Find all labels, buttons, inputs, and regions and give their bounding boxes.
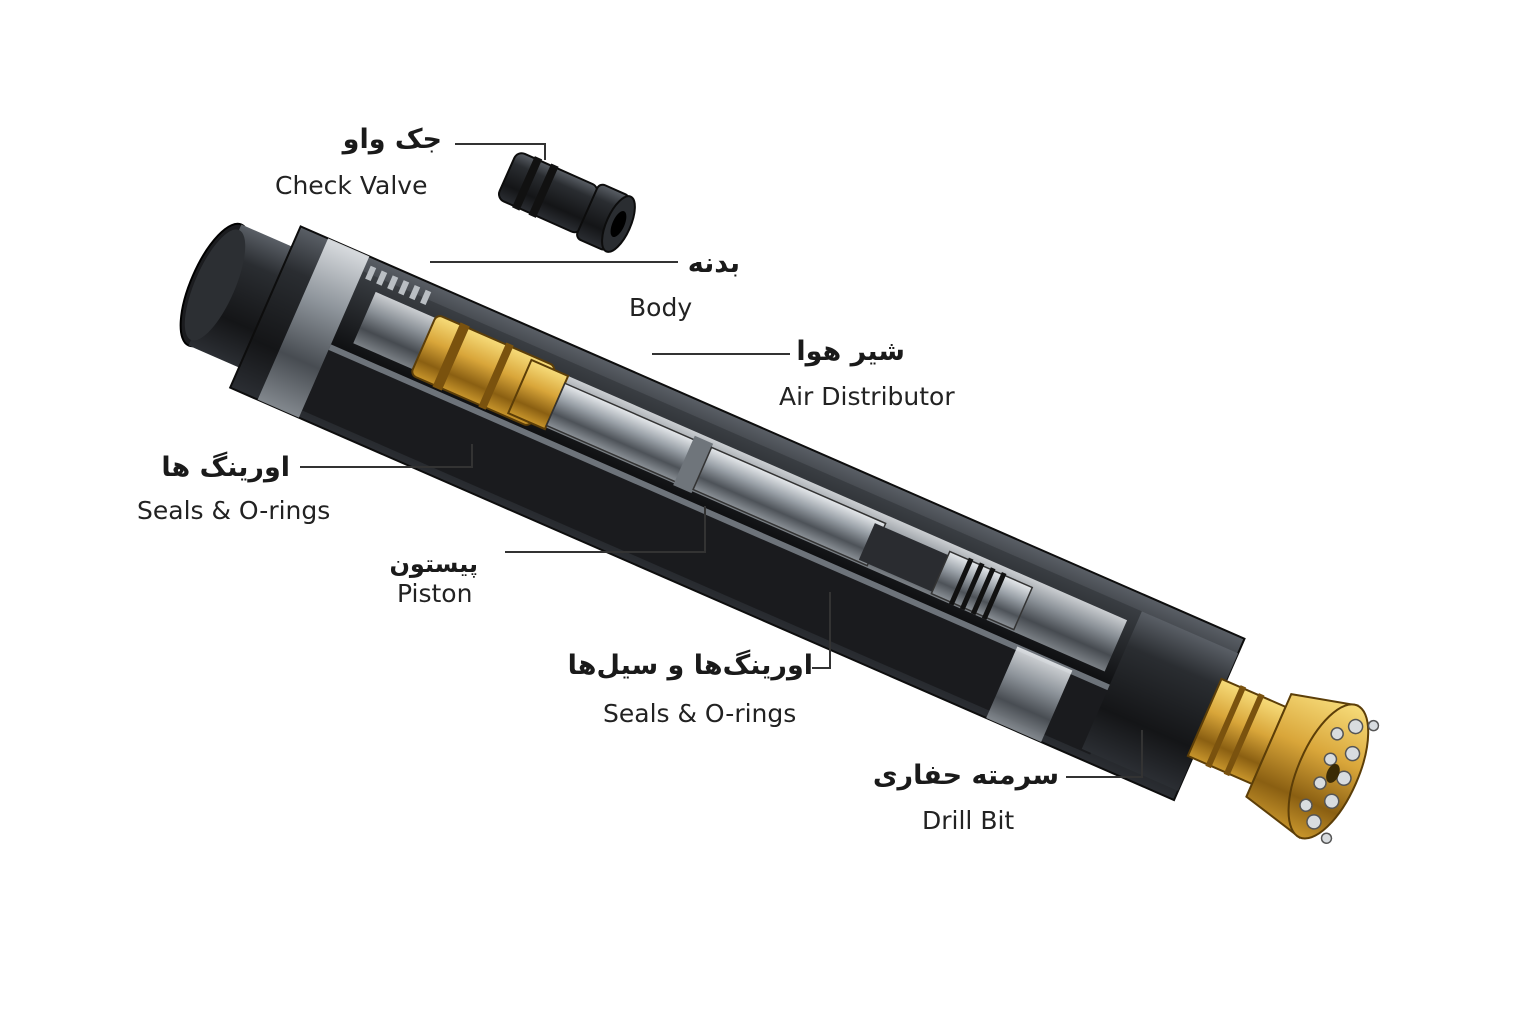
air-distributor-label-fa: شیر هوا [796,336,905,367]
seals-upper-label-en: Seals & O-rings [137,496,331,525]
piston-label-fa: پیستون [389,550,478,578]
check-valve-part [498,152,636,253]
seals-lower-label-fa: اورینگ‌ها و سیل‌ها [567,650,813,681]
air-distributor-label-en: Air Distributor [779,382,955,411]
check-valve-label-fa: جک واو [342,124,442,155]
hammer-assembly [179,222,1380,844]
seals-lower-label-en: Seals & O-rings [603,699,797,728]
body-label-en: Body [629,293,693,322]
check-valve-label-en: Check Valve [275,171,428,200]
leader-lines [300,143,1143,778]
body-label-fa: بدنه [687,248,740,279]
drill-bit-label-en: Drill Bit [922,806,1015,835]
drill-bit-label-fa: سرمته حفاری [872,760,1059,791]
seals-upper-label-fa: اورینگ ها [161,452,290,483]
piston-label-en: Piston [397,579,473,608]
